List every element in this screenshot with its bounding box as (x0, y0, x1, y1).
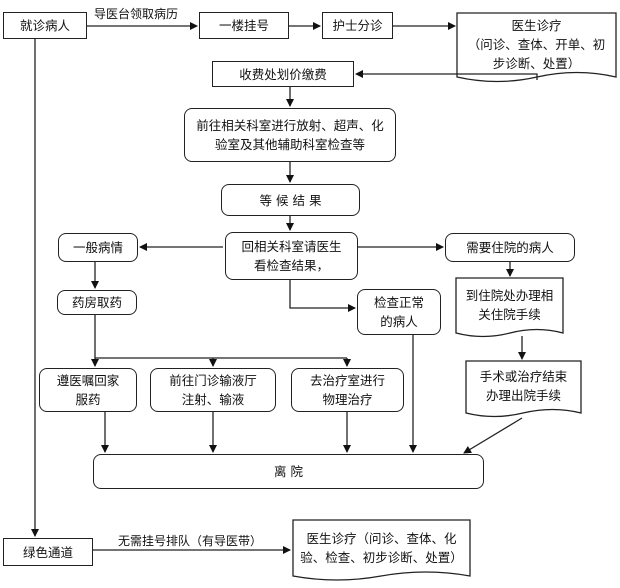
triage-text: 护士分诊 (332, 18, 383, 33)
review-text: 回相关科室请医生 看检查结果， (241, 239, 342, 273)
admission-doc-shape (455, 277, 564, 338)
get-record-label: 导医台领取病历 (94, 7, 179, 21)
need-admit-text: 需要住院的病人 (466, 240, 554, 255)
home-med-text: 遵医嘱回家 服药 (56, 373, 120, 407)
admission-box: 到住院处办理相 关住院手续 (456, 278, 563, 332)
doctor-text: 医生诊疗 （问诊、查体、开单、初 步诊断、处置） (467, 17, 606, 71)
no-queue-label: 无需挂号排队（有导医带） (118, 534, 263, 548)
normal-text: 检查正常 的病人 (373, 295, 424, 329)
green-channel-box: 绿色通道 (3, 538, 93, 566)
discharge-proc-text: 手术或治疗结束 办理出院手续 (479, 369, 568, 403)
register-text: 一楼挂号 (218, 18, 269, 33)
admission-text: 到住院处办理相 关住院手续 (465, 288, 554, 322)
therapy-box: 去治疗室进行 物理治疗 (291, 368, 404, 412)
discharge-proc-box: 手术或治疗结束 办理出院手续 (466, 361, 581, 411)
leave-box: 离 院 (93, 454, 484, 489)
payment-text: 收费处划价缴费 (239, 66, 327, 82)
infusion-box: 前往门诊输液厅 注射、输液 (150, 368, 276, 412)
doctor2-box: 医生诊疗（问诊、查体、化 验、检查、初步诊断、处置） (293, 521, 470, 574)
payment-box: 收费处划价缴费 (212, 61, 354, 87)
need-admit-box: 需要住院的病人 (445, 233, 575, 262)
wait-box: 等 候 结 果 (221, 184, 360, 216)
general-box: 一般病情 (58, 233, 138, 262)
doctor-box: 医生诊疗 （问诊、查体、开单、初 步诊断、处置） (457, 13, 616, 75)
review-box: 回相关科室请医生 看检查结果， (225, 232, 358, 280)
pharmacy-box: 药房取药 (57, 290, 137, 315)
pharmacy-text: 药房取药 (71, 295, 122, 310)
therapy-text: 去治疗室进行 物理治疗 (309, 373, 385, 407)
triage-box: 护士分诊 (322, 12, 393, 39)
exams-box: 前往相关科室进行放射、超声、化 验室及其他辅助科室检查等 (184, 108, 396, 162)
home-med-box: 遵医嘱回家 服药 (39, 368, 137, 412)
exams-text: 前往相关科室进行放射、超声、化 验室及其他辅助科室检查等 (196, 118, 384, 152)
review-to-normal-arrow (289, 280, 356, 312)
leave-text: 离 院 (274, 464, 303, 479)
register-box: 一楼挂号 (199, 12, 289, 39)
general-text: 一般病情 (72, 240, 123, 255)
discharge-doc-shape (465, 360, 582, 418)
wait-text: 等 候 结 果 (259, 192, 322, 208)
doctor2-doc-shape (292, 519, 471, 581)
doctor2-text: 医生诊疗（问诊、查体、化 验、检查、初步诊断、处置） (300, 530, 463, 565)
patient-box: 就诊病人 (3, 12, 87, 39)
green-channel-text: 绿色通道 (22, 544, 73, 560)
patient-text: 就诊病人 (19, 18, 70, 33)
discharge-to-leave-arrow (463, 417, 523, 454)
normal-box: 检查正常 的病人 (357, 289, 441, 335)
infusion-text: 前往门诊输液厅 注射、输液 (169, 373, 257, 407)
doctor-to-payment-arrow (355, 70, 538, 80)
